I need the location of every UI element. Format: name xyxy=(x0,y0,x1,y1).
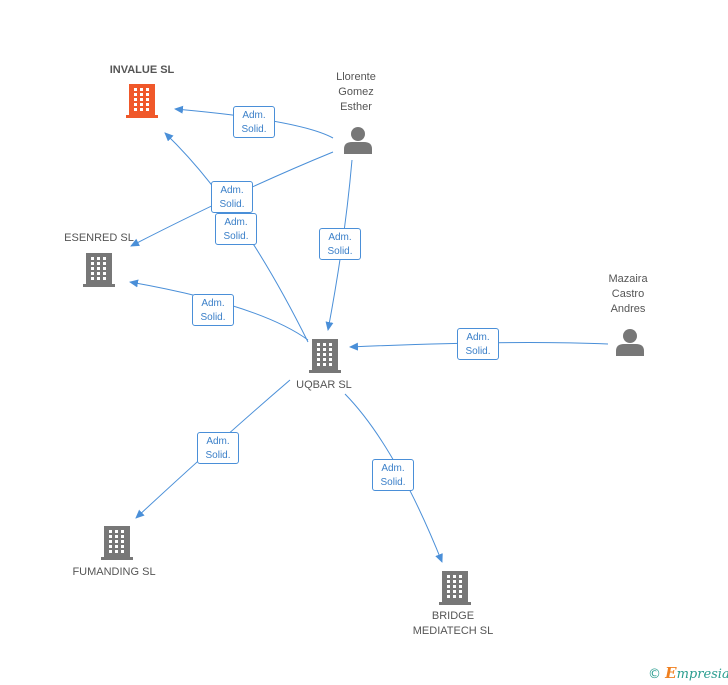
edge-badge-llorente-esenred[interactable]: Adm. Solid. xyxy=(211,181,253,213)
edge-badge-uqbar-fumanding[interactable]: Adm. Solid. xyxy=(197,432,239,464)
badge-line: Solid. xyxy=(241,124,267,135)
person-name-line: Andres xyxy=(610,303,646,315)
badge-line: Solid. xyxy=(205,450,231,461)
badge-line: Adm. xyxy=(206,436,230,447)
edges-layer xyxy=(129,105,609,563)
badge-line: Adm. xyxy=(220,185,244,196)
company-name-line: BRIDGE xyxy=(431,610,475,622)
edge-badge-llorente-uqbar[interactable]: Adm. Solid. xyxy=(319,228,361,260)
person-icon[interactable] xyxy=(616,329,644,356)
badge-line: Adm. xyxy=(328,232,352,243)
node-label-mazaira[interactable]: Mazaira Castro Andres xyxy=(588,272,668,317)
edge-uqbar-esenred[interactable] xyxy=(129,279,309,341)
person-name-line: Castro xyxy=(611,288,645,300)
badge-line: Adm. xyxy=(242,110,266,121)
badge-line: Adm. xyxy=(224,217,248,228)
node-label-esenred[interactable]: ESENRED SL xyxy=(64,232,134,244)
edge-badge-uqbar-esenred[interactable]: Adm. Solid. xyxy=(192,294,234,326)
building-icon[interactable] xyxy=(126,84,158,118)
building-icon[interactable] xyxy=(83,253,115,287)
node-label-bridge[interactable]: BRIDGE MEDIATECH SL xyxy=(403,609,503,639)
badge-line: Solid. xyxy=(327,246,353,257)
building-icon[interactable] xyxy=(439,571,471,605)
person-name-line: Gomez xyxy=(338,86,374,98)
node-label-fumanding[interactable]: FUMANDING SL xyxy=(72,566,156,578)
person-name-line: Mazaira xyxy=(608,273,648,285)
badge-line: Adm. xyxy=(201,298,225,309)
company-name-line: MEDIATECH SL xyxy=(412,625,494,637)
badge-line: Solid. xyxy=(219,199,245,210)
badge-line: Solid. xyxy=(380,477,406,488)
badge-line: Adm. xyxy=(381,463,405,474)
badge-line: Solid. xyxy=(223,231,249,242)
person-name-line: Llorente xyxy=(336,71,376,83)
brand-initial: E xyxy=(665,664,677,682)
node-label-llorente[interactable]: Llorente Gomez Esther xyxy=(316,70,396,115)
empresia-brand[interactable]: © Empresia xyxy=(648,664,728,684)
node-label-invalue[interactable]: INVALUE SL xyxy=(109,64,175,76)
edge-badge-llorente-invalue[interactable]: Adm. Solid. xyxy=(233,106,275,138)
badge-line: Solid. xyxy=(200,312,226,323)
badge-line: Solid. xyxy=(465,346,491,357)
brand-name: mpresia xyxy=(676,667,728,682)
edge-badge-uqbar-bridge[interactable]: Adm. Solid. xyxy=(372,459,414,491)
copyright-symbol: © xyxy=(648,667,661,682)
node-label-uqbar[interactable]: UQBAR SL xyxy=(296,379,352,391)
building-icon[interactable] xyxy=(309,339,341,373)
icons-layer xyxy=(83,84,644,605)
person-name-line: Esther xyxy=(340,101,372,113)
person-icon[interactable] xyxy=(344,127,372,154)
edge-llorente-invalue[interactable] xyxy=(174,105,334,139)
edge-badge-uqbar-invalue[interactable]: Adm. Solid. xyxy=(215,213,257,245)
edge-badge-mazaira-uqbar[interactable]: Adm. Solid. xyxy=(457,328,499,360)
building-icon[interactable] xyxy=(101,526,133,560)
badge-line: Adm. xyxy=(466,332,490,343)
